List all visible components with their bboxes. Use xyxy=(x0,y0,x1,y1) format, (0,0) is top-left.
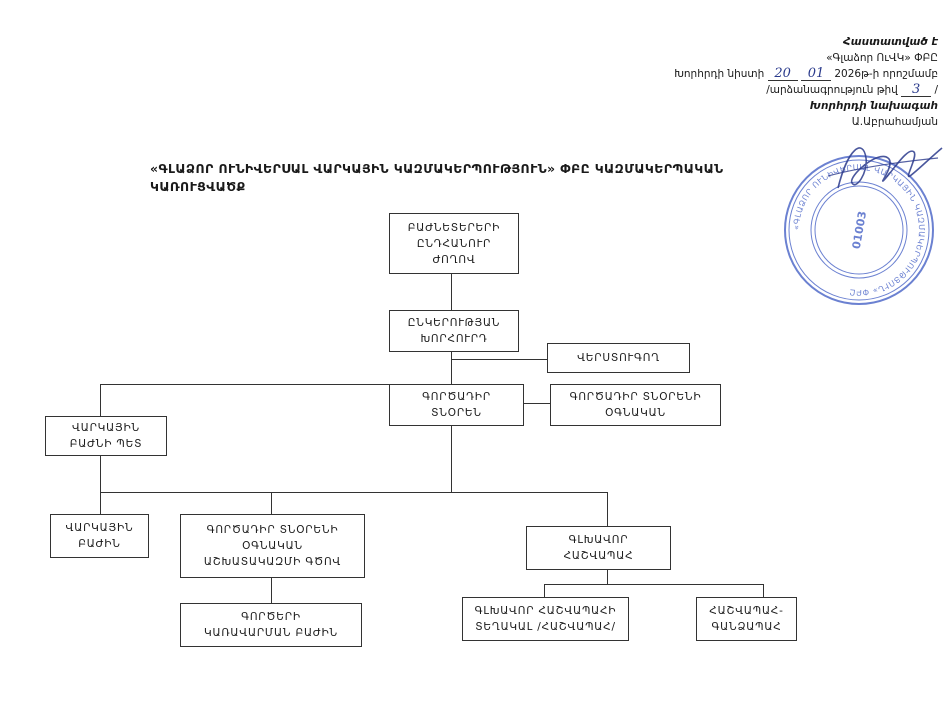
connector-line xyxy=(451,274,452,310)
chair-title: Խորհրդի նախագահ xyxy=(809,100,938,112)
connector-line xyxy=(763,584,764,597)
connector-line xyxy=(100,384,390,385)
box-accountant-cashier: ՀԱՇՎԱՊԱՀ- ԳԱՆՁԱՊԱՀ xyxy=(696,597,797,641)
decision-day: 20 xyxy=(767,67,798,81)
connector-line xyxy=(607,570,608,584)
connector-line xyxy=(451,359,547,360)
connector-line xyxy=(271,492,272,514)
chair-signature xyxy=(827,147,943,189)
protocol-prefix: /արձանագրություն թիվ xyxy=(766,84,898,96)
connector-line xyxy=(100,492,101,514)
board-decision-line: Խորհրդի նիստի 20 01 2026թ-ի որոշմամբ xyxy=(674,66,938,82)
box-shareholders-meeting: ԲԱԺՆԵՏԵՐԵՐԻ ԸՆԴՀԱՆՈՒՐ ԺՈՂՈՎ xyxy=(389,213,519,274)
box-credit-department: ՎԱՐԿԱՅԻՆ ԲԱԺԻՆ xyxy=(50,514,149,558)
connector-line xyxy=(607,492,608,526)
box-credit-head: ՎԱՐԿԱՅԻՆ ԲԱԺՆԻ ՊԵՏ xyxy=(45,416,167,456)
protocol-number: 3 xyxy=(901,83,932,97)
connector-line xyxy=(271,578,272,603)
box-chief-accountant: ԳԼԽԱՎՈՐ ՀԱՇՎԱՊԱՀ xyxy=(526,526,671,570)
protocol-line: /արձանագրություն թիվ 3 / xyxy=(674,82,938,98)
protocol-suffix: / xyxy=(934,84,938,96)
connector-line xyxy=(524,403,550,404)
decision-year: 2026թ-ի որոշմամբ xyxy=(834,68,938,80)
box-board: ԸՆԿԵՐՈՒԹՅԱՆ ԽՈՐՀՈՒՐԴ xyxy=(389,310,519,352)
box-deputy-chief-accountant: ԳԼԽԱՎՈՐ ՀԱՇՎԱՊԱՀԻ ՏԵՂԱԿԱԼ /ՀԱՇՎԱՊԱՀ/ xyxy=(462,597,629,641)
box-auditor: ՎԵՐՍՏՈՒԳՈՂ xyxy=(547,343,690,373)
connector-line xyxy=(451,352,452,384)
box-executive-director: ԳՈՐԾԱԴԻՐ ՏՆՕՐԵՆ xyxy=(389,384,524,426)
chair-name: Ա.Աբրահամյան xyxy=(851,116,938,128)
connector-line xyxy=(100,492,608,493)
box-deputy-director: ԳՈՐԾԱԴԻՐ ՏՆՕՐԵՆԻ ՕԳՆԱԿԱՆ xyxy=(550,384,721,426)
box-director-assistant-staff: ԳՈՐԾԱԴԻՐ ՏՆՕՐԵՆԻ ՕԳՆԱԿԱՆ ԱՇԽԱՏԱԿԱԶՄԻ ԳԾՈ… xyxy=(180,514,365,578)
board-meeting-prefix: Խորհրդի նիստի xyxy=(674,68,765,80)
approval-block: Հաստատված է «Գլաձոր ՈւՎԿ» ՓԲԸ Խորհրդի նի… xyxy=(674,34,938,130)
document-title: «ԳԼԱՁՈՐ ՈՒՆԻՎԵՐՍԱԼ ՎԱՐԿԱՅԻՆ ԿԱԶՄԱԿԵՐՊՈՒԹ… xyxy=(150,161,724,194)
company-name: «Գլաձոր ՈւՎԿ» ՓԲԸ xyxy=(826,52,938,64)
connector-line xyxy=(100,384,101,416)
decision-month: 01 xyxy=(801,67,831,81)
connector-line xyxy=(451,426,452,492)
box-affairs-department: ԳՈՐԾԵՐԻ ԿԱՌԱՎԱՐՄԱՆ ԲԱԺԻՆ xyxy=(180,603,362,647)
approval-label: Հաստատված է xyxy=(843,36,938,48)
connector-line xyxy=(544,584,545,597)
connector-line xyxy=(100,456,101,492)
connector-line xyxy=(544,584,764,585)
seal-number: 01003 xyxy=(850,210,869,250)
